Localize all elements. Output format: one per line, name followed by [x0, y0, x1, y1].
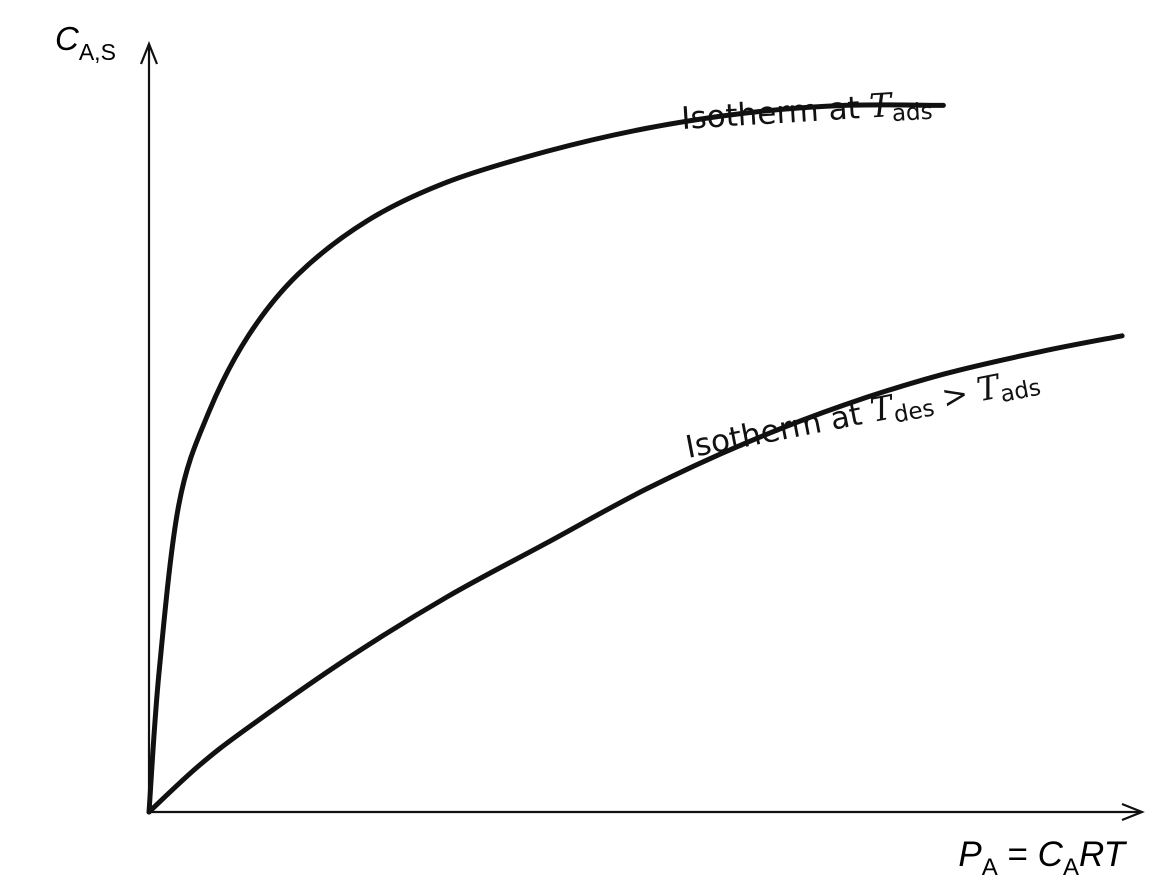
- series-line-tdes: [146, 333, 1125, 815]
- series-line-tads: [146, 102, 946, 815]
- x-axis-label: PA = CART: [958, 835, 1127, 881]
- series-group: [146, 102, 1125, 815]
- y-axis-label: CA,S: [55, 20, 116, 65]
- x-axis-arrowhead: [1121, 802, 1145, 822]
- series-label-tdes: Isotherm at Tdes > Tads: [682, 359, 1043, 469]
- series-label-tads: Isotherm at Tads: [680, 83, 933, 140]
- y-axis-arrowhead: [139, 41, 159, 65]
